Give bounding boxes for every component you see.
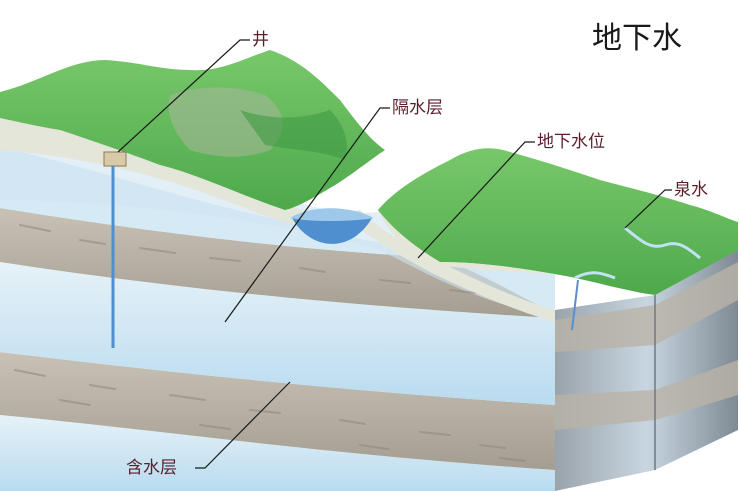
aquifer-leader	[195, 381, 291, 469]
lake	[292, 218, 372, 244]
block-side-clay-lower	[555, 360, 738, 430]
aquiclude-layer	[0, 208, 555, 318]
hill-right-edge	[378, 210, 560, 275]
well-head	[103, 151, 127, 167]
spring-stream	[624, 226, 701, 260]
hill-left-shadow	[168, 87, 283, 157]
well-leader	[117, 39, 250, 153]
lower-aquifer-band	[0, 415, 555, 491]
spring-outflow	[574, 271, 616, 280]
diagram-title: 地下水	[592, 21, 682, 56]
spring-label: 泉水	[674, 180, 708, 200]
saturated-zone-upper	[0, 140, 555, 318]
aquifer-label: 含水层	[126, 458, 177, 478]
leader-lines	[117, 39, 672, 469]
water-table-leader	[417, 141, 535, 259]
aquifer-layer	[0, 262, 555, 405]
lower-clay-layer	[0, 352, 555, 470]
soil-band	[0, 118, 555, 322]
block-side-clay	[555, 262, 738, 352]
water-table-label: 地下水位	[537, 132, 605, 152]
aquiclude-leader	[224, 107, 390, 323]
spring-seep	[571, 279, 579, 331]
aquiclude-label: 隔水层	[392, 98, 443, 118]
lake-surface	[290, 208, 374, 221]
hill-left-ridge	[240, 110, 347, 160]
spring-leader	[624, 189, 672, 229]
hill-right	[378, 148, 738, 295]
well-label: 井	[252, 30, 269, 50]
